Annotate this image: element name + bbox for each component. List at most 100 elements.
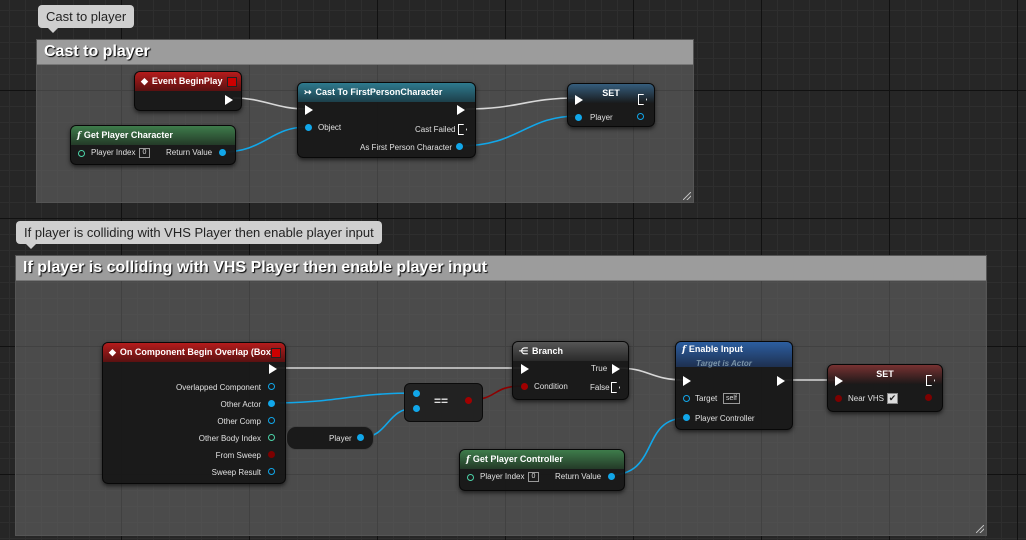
comment-bubble-collide[interactable]: If player is colliding with VHS Player t… <box>16 221 382 249</box>
player-variable-pin[interactable] <box>357 434 364 441</box>
cast-arrows-icon: ↣ <box>304 87 312 97</box>
node-title: SET <box>602 88 620 98</box>
exec-in-pin[interactable] <box>305 105 313 115</box>
equals-result-pin[interactable] <box>465 397 472 404</box>
node-header: ⋲ Branch <box>513 342 628 361</box>
player-index-label: Player Index <box>91 148 136 157</box>
return-value-pin[interactable] <box>608 473 615 480</box>
overlapped-component-pin[interactable] <box>268 383 275 390</box>
exec-in-pin[interactable] <box>521 364 529 374</box>
node-title: SET <box>876 369 894 379</box>
node-title: Get Player Controller <box>472 454 563 464</box>
exec-out-pin[interactable] <box>926 375 935 386</box>
condition-pin[interactable] <box>521 383 528 390</box>
function-f-icon: f <box>77 131 81 141</box>
exec-in-pin[interactable] <box>683 376 691 386</box>
player-in-pin[interactable] <box>575 114 582 121</box>
node-title: Get Player Character <box>83 130 173 140</box>
return-value-pin[interactable] <box>219 149 226 156</box>
near-vhs-label: Near VHS <box>848 394 885 403</box>
sweep-result-pin[interactable] <box>268 468 275 475</box>
node-player-variable[interactable]: Player <box>286 426 374 450</box>
comment-header[interactable]: If player is colliding with VHS Player t… <box>16 256 986 281</box>
as-fpc-label: As First Person Character <box>360 143 453 152</box>
other-comp-pin[interactable] <box>268 417 275 424</box>
node-equals[interactable]: == <box>404 383 483 422</box>
condition-label: Condition <box>534 382 568 391</box>
cast-failed-label: Cast Failed <box>415 125 456 134</box>
return-value-label: Return Value <box>555 472 602 481</box>
delegate-pin[interactable] <box>271 348 281 358</box>
player-index-input[interactable]: 0 <box>528 472 539 482</box>
other-actor-pin[interactable] <box>268 400 275 407</box>
other-comp-label: Other Comp <box>217 417 261 426</box>
node-title: Branch <box>532 346 564 356</box>
exec-in-pin[interactable] <box>575 95 583 105</box>
equals-b-pin[interactable] <box>413 405 420 412</box>
branch-icon: ⋲ <box>519 346 528 356</box>
false-exec-pin[interactable] <box>611 382 620 393</box>
node-title: Enable Input <box>688 344 743 354</box>
function-f-icon: f <box>682 345 686 355</box>
near-vhs-checkbox[interactable]: ✔ <box>887 393 898 404</box>
return-value-label: Return Value <box>166 148 213 157</box>
player-variable-label: Player <box>329 434 352 443</box>
other-body-index-pin[interactable] <box>268 434 275 441</box>
near-vhs-in-pin[interactable] <box>835 395 842 402</box>
delegate-pin[interactable] <box>227 77 237 87</box>
exec-out-pin[interactable] <box>777 376 785 386</box>
player-index-pin[interactable] <box>467 474 474 481</box>
player-label: Player <box>590 113 613 122</box>
node-on-component-begin-overlap[interactable]: ◆On Component Begin Overlap (Box) Overla… <box>102 342 286 484</box>
object-pin[interactable] <box>305 124 312 131</box>
cast-failed-pin[interactable] <box>458 124 467 135</box>
player-index-input[interactable]: 0 <box>139 148 150 158</box>
node-branch[interactable]: ⋲Branch True Condition False <box>512 341 629 400</box>
object-wire <box>268 392 417 404</box>
node-set-player[interactable]: SET Player <box>567 83 655 127</box>
comment-title: If player is colliding with VHS Player t… <box>23 259 488 276</box>
target-label: Target <box>695 394 718 403</box>
node-title: Event BeginPlay <box>151 76 223 86</box>
from-sweep-label: From Sweep <box>215 451 261 460</box>
node-header: ◆On Component Begin Overlap (Box) <box>103 343 285 362</box>
other-body-index-label: Other Body Index <box>198 434 261 443</box>
node-event-begin-play[interactable]: ◆Event BeginPlay <box>134 71 242 111</box>
function-f-icon: f <box>466 455 470 465</box>
from-sweep-pin[interactable] <box>268 451 275 458</box>
node-header: SET <box>568 84 654 103</box>
player-index-pin[interactable] <box>78 150 85 157</box>
resize-handle[interactable] <box>683 192 691 200</box>
true-exec-pin[interactable] <box>612 364 620 374</box>
exec-out-pin[interactable] <box>225 95 233 105</box>
sweep-result-label: Sweep Result <box>211 468 261 477</box>
target-pin[interactable] <box>683 395 690 402</box>
comment-bubble-cast[interactable]: Cast to player <box>38 5 135 33</box>
player-controller-pin[interactable] <box>683 414 690 421</box>
exec-out-pin[interactable] <box>638 94 647 105</box>
exec-out-pin[interactable] <box>457 105 465 115</box>
equals-a-pin[interactable] <box>413 390 420 397</box>
node-title: On Component Begin Overlap (Box) <box>119 347 274 357</box>
node-set-near-vhs[interactable]: SET Near VHS ✔ <box>827 364 943 412</box>
exec-out-pin[interactable] <box>269 364 277 374</box>
comment-header[interactable]: Cast to player <box>37 40 693 65</box>
near-vhs-out-pin[interactable] <box>925 394 932 401</box>
equals-label: == <box>434 394 449 408</box>
player-out-pin[interactable] <box>637 113 644 120</box>
node-header: SET <box>828 365 942 384</box>
diamond-event-icon: ◆ <box>109 347 116 357</box>
target-self-input[interactable]: self <box>723 393 740 404</box>
node-title: Cast To FirstPersonCharacter <box>315 87 443 97</box>
node-cast-to-fpc[interactable]: ↣Cast To FirstPersonCharacter Object Cas… <box>297 82 476 158</box>
player-index-label: Player Index <box>480 472 525 481</box>
false-label: False <box>590 383 610 392</box>
resize-handle[interactable] <box>976 525 984 533</box>
exec-in-pin[interactable] <box>835 376 843 386</box>
as-fpc-pin[interactable] <box>456 143 463 150</box>
